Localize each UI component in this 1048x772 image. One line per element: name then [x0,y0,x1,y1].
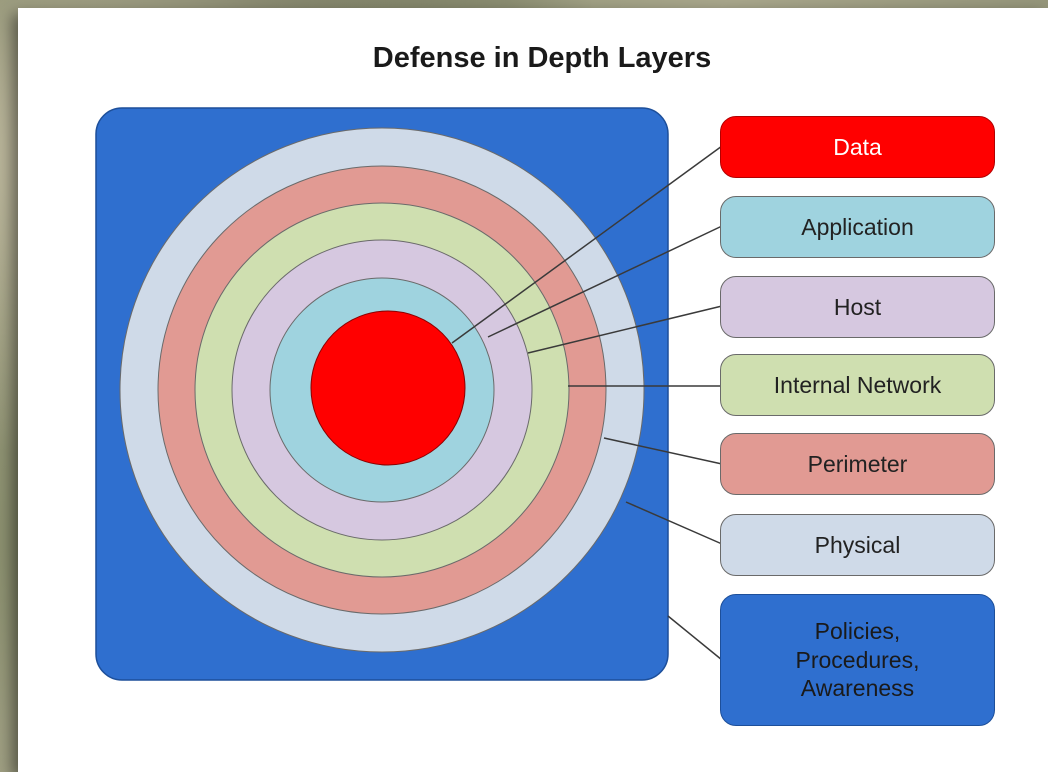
connector-application [487,225,723,338]
label-policies-procedures-awareness: Policies, Procedures, Awareness [720,594,995,726]
label-internal-network: Internal Network [720,354,995,416]
connector-host [527,305,723,354]
connector-perimeter [603,437,723,465]
connector-data [451,145,723,344]
diagram-title: Defense in Depth Layers [372,42,712,74]
connector-physical [625,501,723,545]
label-data: Data [720,116,995,178]
label-physical: Physical [720,514,995,576]
label-perimeter: Perimeter [720,433,995,495]
label-application: Application [720,196,995,258]
connector-policies [667,615,723,661]
label-host: Host [720,276,995,338]
layer-data-core [310,310,466,466]
